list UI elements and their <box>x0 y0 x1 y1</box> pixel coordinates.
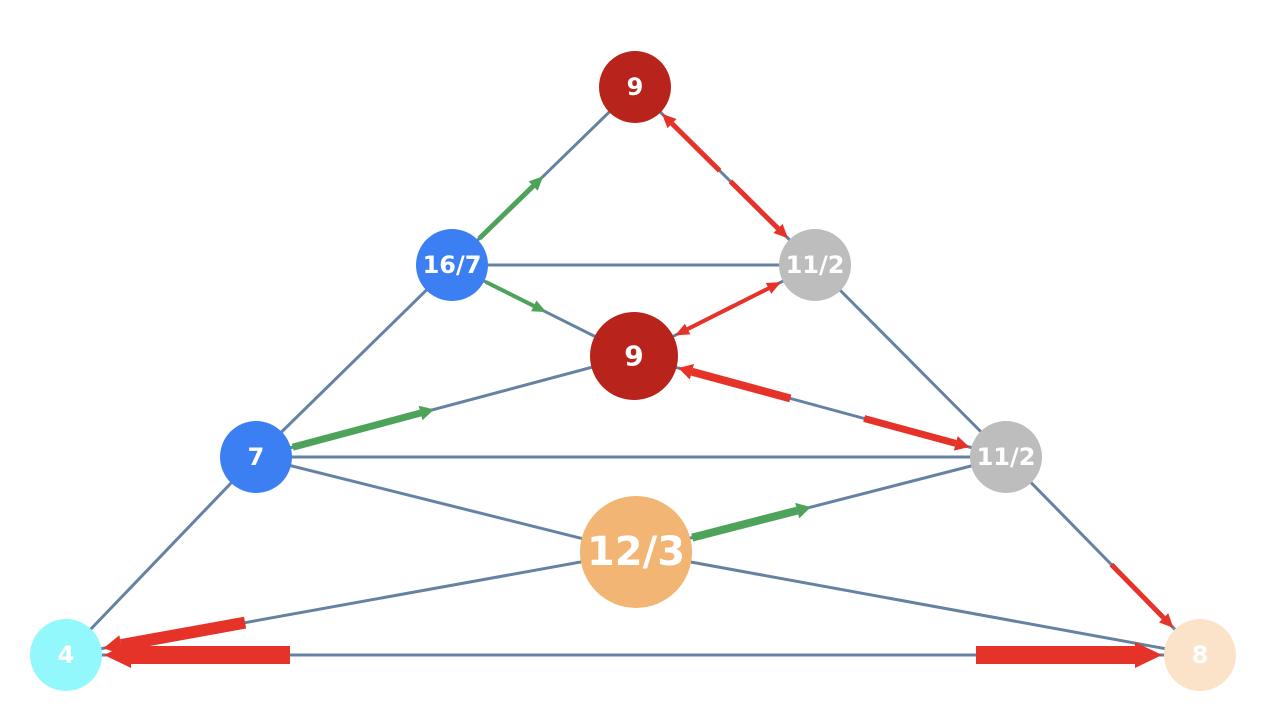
node-label: 9 <box>627 73 644 101</box>
node-center-lower[interactable]: 12/3 <box>580 496 692 608</box>
node-label: 9 <box>624 340 643 373</box>
flow-shaft <box>485 280 535 308</box>
flow-arrow-upper-left-to-center-upper <box>485 280 547 313</box>
node-label: 4 <box>58 641 75 669</box>
node-label: 7 <box>248 443 265 471</box>
node-bottom-left[interactable]: 4 <box>30 619 102 691</box>
node-circle <box>1164 619 1236 691</box>
node-circle <box>220 421 292 493</box>
node-label: 16/7 <box>423 251 482 279</box>
flow-shaft <box>863 415 957 447</box>
flow-arrowhead <box>418 405 435 421</box>
flow-arrow-center-lower-to-mid-right <box>691 502 811 542</box>
edge-mid-left-bottom-left <box>64 455 258 657</box>
edge-upper-left-mid-left <box>254 263 454 459</box>
node-bottom-right[interactable]: 8 <box>1164 619 1236 691</box>
edge-upper-right-mid-right <box>813 263 1008 459</box>
flow-arrowhead <box>773 223 788 239</box>
flow-arrowhead <box>662 113 677 129</box>
node-circle <box>30 619 102 691</box>
flow-arrow-bottom-right-to-bottom-left <box>104 642 290 668</box>
flow-arrowhead <box>675 323 691 336</box>
flow-arrowhead <box>953 436 970 451</box>
node-upper-left[interactable]: 16/7 <box>416 229 488 301</box>
node-circle <box>590 312 678 400</box>
flow-arrowhead <box>531 300 547 313</box>
flow-arrowhead <box>528 176 544 191</box>
flows-layer <box>103 113 1174 668</box>
edge-top-upper-right <box>633 85 817 267</box>
flow-arrow-upper-right-to-top <box>662 113 722 173</box>
flow-arrowhead <box>1135 642 1162 668</box>
flow-arrow-center-upper-to-mid-right <box>863 415 970 451</box>
edge-center-lower-bottom-right <box>635 550 1201 657</box>
edge-center-lower-mid-right <box>635 455 1007 554</box>
node-circle <box>779 229 851 301</box>
node-center-upper[interactable]: 9 <box>590 312 678 400</box>
flow-arrow-bottom-left-to-bottom-right <box>976 642 1162 668</box>
flow-shaft <box>477 184 535 241</box>
node-label: 12/3 <box>587 529 685 575</box>
flow-shaft <box>691 506 799 542</box>
node-upper-right[interactable]: 11/2 <box>779 229 851 301</box>
nodes-layer: 9 16/7 11/2 9 7 11/2 12/3 4 8 <box>30 51 1236 691</box>
flow-arrow-mid-right-to-center-upper <box>678 364 792 403</box>
flow-arrow-upper-left-to-top <box>477 176 544 241</box>
node-circle <box>580 496 692 608</box>
flow-arrowhead <box>765 282 782 294</box>
flow-arrow-mid-left-to-center-upper <box>291 405 435 451</box>
flow-arrowhead <box>795 502 811 519</box>
flow-shaft <box>291 409 422 451</box>
flow-shaft <box>686 304 734 331</box>
node-mid-right[interactable]: 11/2 <box>970 421 1042 493</box>
node-circle <box>970 421 1042 493</box>
flow-shaft <box>1109 562 1166 620</box>
flow-shaft <box>690 367 792 403</box>
node-mid-left[interactable]: 7 <box>220 421 292 493</box>
flow-shaft <box>120 616 247 651</box>
flow-arrowhead <box>1158 613 1174 628</box>
node-label: 11/2 <box>977 443 1036 471</box>
node-top[interactable]: 9 <box>599 51 671 123</box>
node-circle <box>416 229 488 301</box>
flow-arrow-upper-right-to-center-upper <box>675 304 734 336</box>
node-circle <box>599 51 671 123</box>
flow-arrowhead <box>104 642 131 668</box>
flow-arrow-mid-right-to-bottom-right <box>1109 562 1174 628</box>
flow-arrow-top-to-upper-right <box>728 179 788 239</box>
flow-shaft <box>670 121 722 173</box>
edge-mid-left-center-lower <box>255 455 637 554</box>
node-label: 8 <box>1192 641 1209 669</box>
flow-arrowhead <box>678 364 694 380</box>
node-label: 11/2 <box>786 251 845 279</box>
flow-shaft <box>728 179 780 231</box>
